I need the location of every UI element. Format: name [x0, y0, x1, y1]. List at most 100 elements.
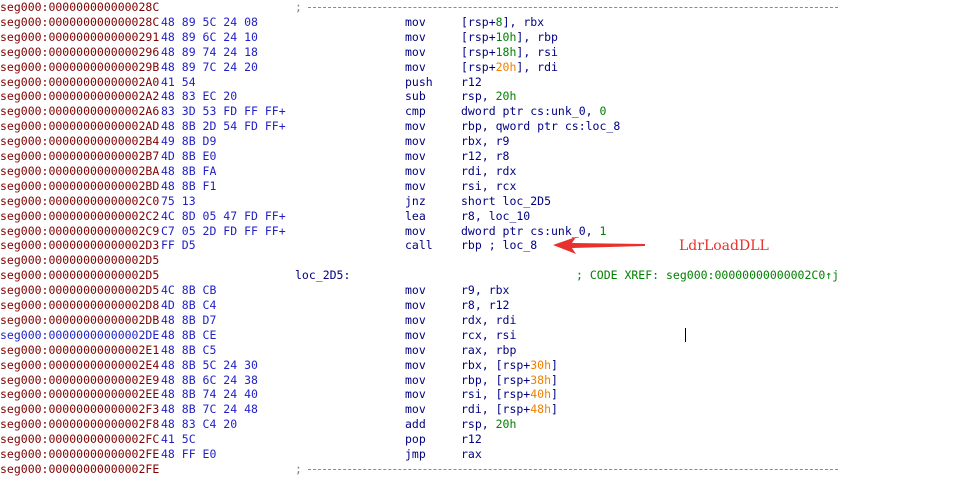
address[interactable]: seg000:00000000000002F8 [0, 417, 160, 432]
operands[interactable]: rbp, [rsp+38h] [461, 373, 558, 388]
operands[interactable]: rdx, rdi [461, 313, 516, 328]
mnemonic[interactable]: mov [405, 372, 426, 387]
address[interactable]: seg000:00000000000002FC [0, 432, 160, 447]
address[interactable]: seg000:00000000000002D5 [0, 253, 160, 268]
address[interactable]: seg000:00000000000002C2 [0, 208, 160, 223]
address[interactable]: seg000:00000000000002EE [0, 387, 160, 402]
address[interactable]: seg000:00000000000002A0 [0, 74, 160, 89]
operands[interactable]: [rsp+20h], rdi [461, 60, 558, 75]
mnemonic[interactable]: mov [405, 342, 426, 357]
address[interactable]: seg000:00000000000002DB [0, 312, 160, 327]
address[interactable]: seg000:00000000000002DE [0, 327, 160, 342]
address[interactable]: seg000:0000000000000296 [0, 44, 160, 59]
address[interactable]: seg000:00000000000002C0 [0, 193, 160, 208]
mnemonic[interactable]: mov [405, 178, 426, 193]
operands[interactable]: rsp, 20h [461, 89, 516, 104]
mnemonic[interactable]: jmp [405, 447, 426, 461]
address[interactable]: seg000:00000000000002D3 [0, 238, 160, 253]
mnemonic[interactable]: sub [405, 89, 426, 104]
mnemonic[interactable]: lea [405, 208, 426, 223]
operands[interactable]: r8, r12 [461, 298, 509, 313]
mnemonic[interactable]: mov [405, 44, 426, 59]
operands[interactable]: rax [461, 447, 482, 462]
mnemonic[interactable]: mov [405, 134, 426, 149]
address[interactable]: seg000:00000000000002B4 [0, 134, 160, 149]
address[interactable]: seg000:000000000000028C [0, 0, 160, 14]
address[interactable]: seg000:00000000000002FE [0, 447, 160, 461]
operands[interactable]: rsi, rcx [461, 179, 516, 194]
address[interactable]: seg000:00000000000002F3 [0, 402, 160, 417]
address[interactable]: seg000:00000000000002D8 [0, 298, 160, 312]
operands[interactable]: rbp ; loc_8 [461, 238, 537, 253]
address[interactable]: seg000:00000000000002E4 [0, 357, 160, 372]
mnemonic[interactable]: mov [405, 59, 426, 74]
address[interactable]: seg000:00000000000002E9 [0, 372, 160, 387]
mnemonic[interactable]: mov [405, 163, 426, 178]
operands[interactable]: rcx, rsi [461, 328, 516, 343]
address[interactable]: seg000:00000000000002FE [0, 461, 160, 476]
mnemonic[interactable]: pop [405, 432, 426, 447]
operands[interactable]: rsi, [rsp+40h] [461, 387, 558, 402]
listing-row[interactable]: seg000:00000000000002D5 loc_2D5: ; CODE XR… [0, 268, 954, 283]
listing-row[interactable]: seg000:00000000000002D5 [0, 253, 954, 268]
address[interactable]: seg000:00000000000002BA [0, 163, 160, 178]
operands[interactable]: [rsp+18h], rsi [461, 45, 558, 60]
operands[interactable]: r12, r8 [461, 149, 509, 164]
mnemonic[interactable]: mov [405, 149, 426, 163]
mnemonic[interactable]: mov [405, 327, 426, 342]
xref-comment[interactable]: ; CODE XREF: seg000:00000000000002C0↑j [576, 268, 840, 283]
address[interactable]: seg000:00000000000002C9 [0, 223, 160, 238]
mnemonic[interactable]: mov [405, 312, 426, 327]
mnemonic[interactable]: mov [405, 402, 426, 417]
operands[interactable]: rdi, [rsp+48h] [461, 402, 558, 417]
operands[interactable]: r9, rbx [461, 283, 509, 298]
operands[interactable]: dword ptr cs:unk_0, 0 [461, 104, 606, 119]
address[interactable]: seg000:00000000000002B7 [0, 149, 160, 163]
operands[interactable]: [rsp+10h], rbp [461, 30, 558, 45]
operands[interactable]: dword ptr cs:unk_0, 1 [461, 224, 606, 239]
address[interactable]: seg000:00000000000002D5 [0, 283, 160, 298]
code-label[interactable]: loc_2D5: [295, 268, 351, 283]
address[interactable]: seg000:00000000000002E1 [0, 342, 160, 357]
mnemonic[interactable]: mov [405, 387, 426, 402]
mnemonic[interactable]: mov [405, 357, 426, 372]
mnemonic[interactable]: mov [405, 119, 426, 134]
address[interactable]: seg000:00000000000002AD [0, 119, 160, 134]
operands[interactable]: r12 [461, 75, 482, 90]
address[interactable]: seg000:00000000000002D5 [0, 268, 160, 283]
address[interactable]: seg000:00000000000002A2 [0, 89, 160, 104]
operands[interactable]: rdi, rdx [461, 164, 516, 179]
address[interactable]: seg000:000000000000028C [0, 14, 160, 29]
operands[interactable]: rbx, [rsp+30h] [461, 358, 558, 373]
operands[interactable]: rax, rbp [461, 343, 516, 358]
address[interactable]: seg000:0000000000000291 [0, 29, 160, 44]
mnemonic[interactable]: mov [405, 14, 426, 29]
mnemonic[interactable]: mov [405, 283, 426, 298]
operands[interactable]: rbp, qword ptr cs:loc_8 [461, 119, 620, 134]
mnemonic[interactable]: jnz [405, 193, 426, 208]
listing-row[interactable]: seg000:000000000000028C; [0, 0, 954, 15]
address[interactable]: seg000:000000000000029B [0, 59, 160, 74]
